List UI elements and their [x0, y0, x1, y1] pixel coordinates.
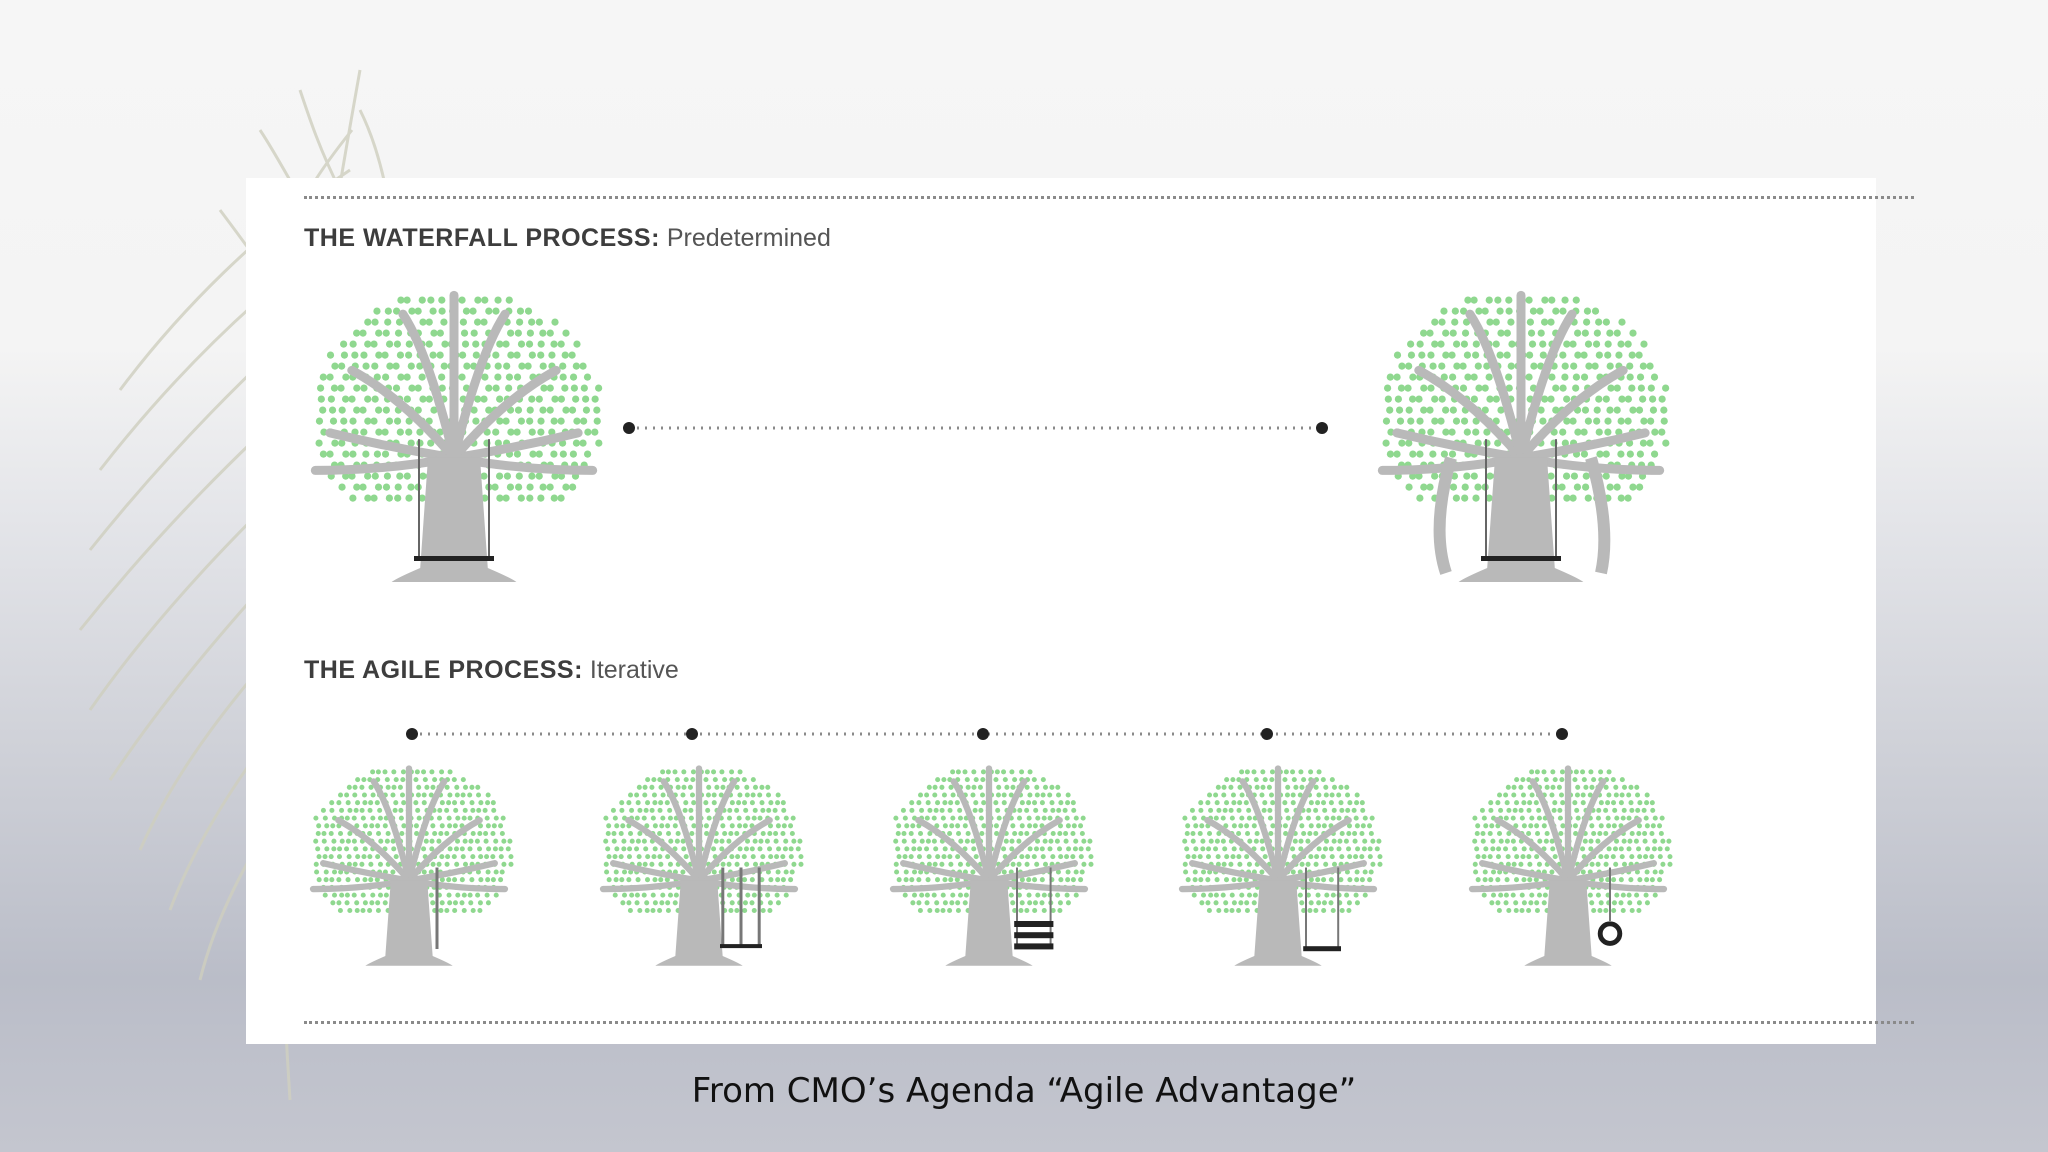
- agile-heading-title: THE AGILE PROCESS:: [304, 656, 583, 684]
- bottom-dotted-divider: [304, 1021, 1914, 1024]
- waterfall-heading-title: THE WATERFALL PROCESS:: [304, 224, 660, 252]
- agile-node-1: [406, 728, 418, 740]
- waterfall-heading: THE WATERFALL PROCESS: Predetermined: [304, 224, 831, 253]
- top-dotted-divider: [304, 196, 1914, 199]
- agile-heading-subtitle: Iterative: [589, 656, 679, 684]
- agile-node-4: [1261, 728, 1273, 740]
- caption: From CMO’s Agenda “Agile Advantage”: [691, 1071, 1357, 1111]
- agile-tree-1: [309, 765, 514, 966]
- agile-tree-5: [1468, 765, 1673, 966]
- agile-tree-3: [889, 765, 1094, 966]
- waterfall-heading-subtitle: Predetermined: [666, 224, 831, 252]
- agile-tree-2: [599, 765, 804, 966]
- agile-node-2: [686, 728, 698, 740]
- waterfall-tree-end: [1377, 290, 1670, 582]
- agile-node-3: [977, 728, 989, 740]
- waterfall-start-node: [623, 422, 635, 434]
- agile-tree-4: [1178, 765, 1383, 966]
- diagram-panel: THE WATERFALL PROCESS: Predetermined THE…: [246, 178, 1914, 1044]
- waterfall-end-node: [1316, 422, 1328, 434]
- waterfall-tree-start: [310, 290, 603, 582]
- agile-node-5: [1556, 728, 1568, 740]
- agile-heading: THE AGILE PROCESS: Iterative: [304, 656, 679, 685]
